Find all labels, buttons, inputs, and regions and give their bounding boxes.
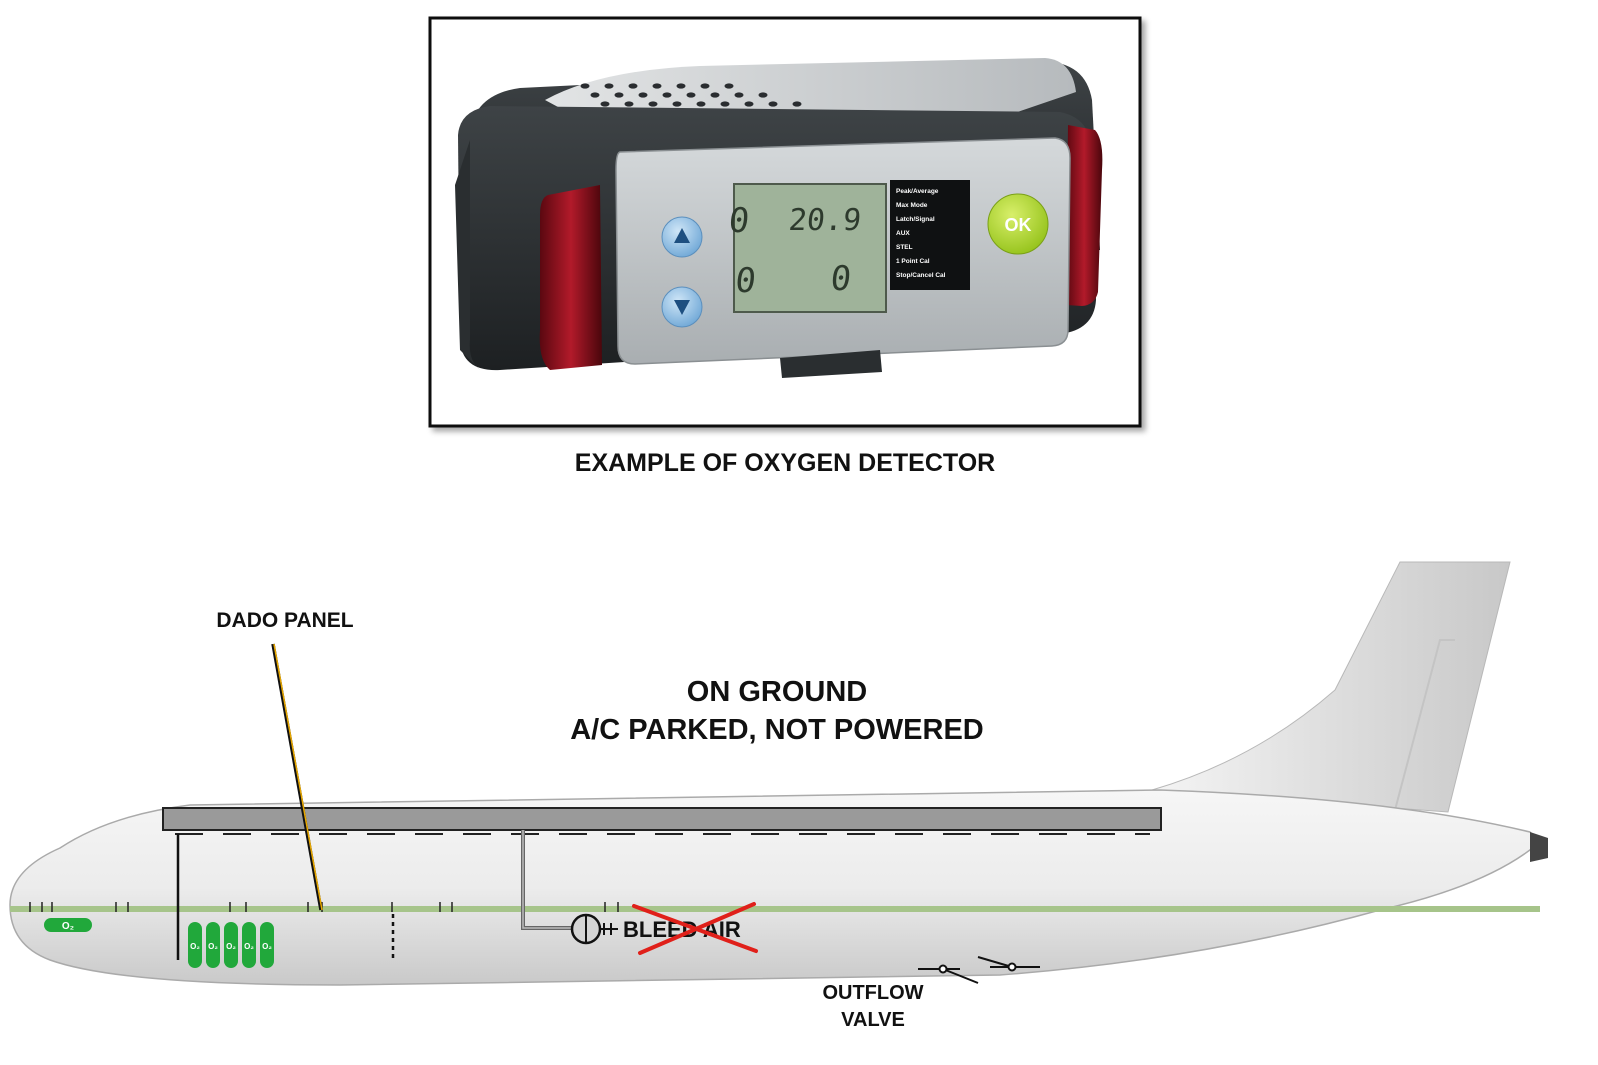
menu-panel [890, 180, 970, 290]
outflow-valve-label-line2: VALVE [841, 1009, 905, 1031]
aircraft-tail-fin [1151, 561, 1511, 813]
speaker-hole [734, 92, 744, 98]
menu-item: Latch/Signal [896, 216, 935, 223]
menu-item: Max Mode [896, 202, 928, 209]
speaker-hole [676, 83, 686, 89]
ok-button-label: OK [1005, 215, 1032, 235]
speaker-hole [648, 101, 658, 107]
speaker-hole [724, 83, 734, 89]
menu-item: Peak/Average [896, 188, 939, 195]
dado-panel-label: DADO PANEL [216, 609, 353, 632]
o2-bottle-label: O₂ [208, 942, 218, 951]
menu-item: 1 Point Cal [896, 258, 930, 265]
o2-bottle [188, 922, 202, 968]
speaker-hole [652, 83, 662, 89]
scenario-title-line1: ON GROUND [687, 676, 867, 708]
bleed-air-valve [570, 913, 618, 945]
speaker-hole [792, 101, 802, 107]
lcd-reading-bottom-right: 0 [829, 259, 854, 299]
outflow-valve-label-line1: OUTFLOW [822, 982, 923, 1004]
o2-bottle-label: O₂ [226, 942, 236, 951]
o2-cockpit-bottle-label: O₂ [62, 921, 74, 932]
speaker-hole [590, 92, 600, 98]
speaker-hole [720, 101, 730, 107]
speaker-hole [758, 92, 768, 98]
menu-item: AUX [896, 230, 910, 237]
down-arrow-icon [674, 300, 690, 315]
detector-caption: EXAMPLE OF OXYGEN DETECTOR [575, 449, 995, 477]
o2-bottle-group: O₂ O₂ O₂ O₂ O₂ [188, 922, 274, 968]
belt-clip [780, 350, 882, 378]
o2-bottle [260, 922, 274, 968]
lcd-reading-top-left: 0 [727, 201, 752, 241]
speaker-hole [600, 101, 610, 107]
lcd-reading-bottom-left: 0 [733, 261, 758, 301]
aircraft-fuselage [9, 789, 1548, 986]
outflow-valve [918, 956, 1040, 984]
up-arrow-icon [674, 228, 690, 243]
speaker-hole [662, 92, 672, 98]
o2-bottle [242, 922, 256, 968]
lcd-screen [733, 183, 887, 313]
cabin-floor-line [10, 902, 1540, 912]
o2-bottle-label: O₂ [262, 942, 272, 951]
o2-bottle-label: O₂ [190, 942, 200, 951]
o2-bottle-label: O₂ [244, 942, 254, 951]
speaker-hole [628, 83, 638, 89]
right-red-bumper [1066, 125, 1103, 306]
speaker-hole [710, 92, 720, 98]
speaker-hole [696, 101, 706, 107]
left-red-bumper [539, 185, 602, 370]
speaker-hole [580, 83, 590, 89]
speaker-hole [686, 92, 696, 98]
speaker-hole [604, 83, 614, 89]
overhead-duct [162, 807, 1162, 960]
o2-cockpit-bottle: O₂ [44, 918, 92, 932]
menu-item: STEL [896, 244, 913, 251]
speaker-hole [768, 101, 778, 107]
speaker-hole [638, 92, 648, 98]
menu-item: Stop/Cancel Cal [896, 272, 946, 279]
ok-button[interactable] [987, 193, 1049, 255]
scenario-title-line2: A/C PARKED, NOT POWERED [570, 714, 984, 746]
o2-bottle [224, 922, 238, 968]
speaker-hole [672, 101, 682, 107]
speaker-hole [700, 83, 710, 89]
speaker-hole [624, 101, 634, 107]
lcd-reading-top-right: 20.9 [787, 203, 863, 238]
dado-panel-leader-line [271, 643, 323, 911]
speaker-hole [614, 92, 624, 98]
o2-bottle [206, 922, 220, 968]
bleed-air-cross-icon [632, 902, 758, 955]
speaker-hole [744, 101, 754, 107]
